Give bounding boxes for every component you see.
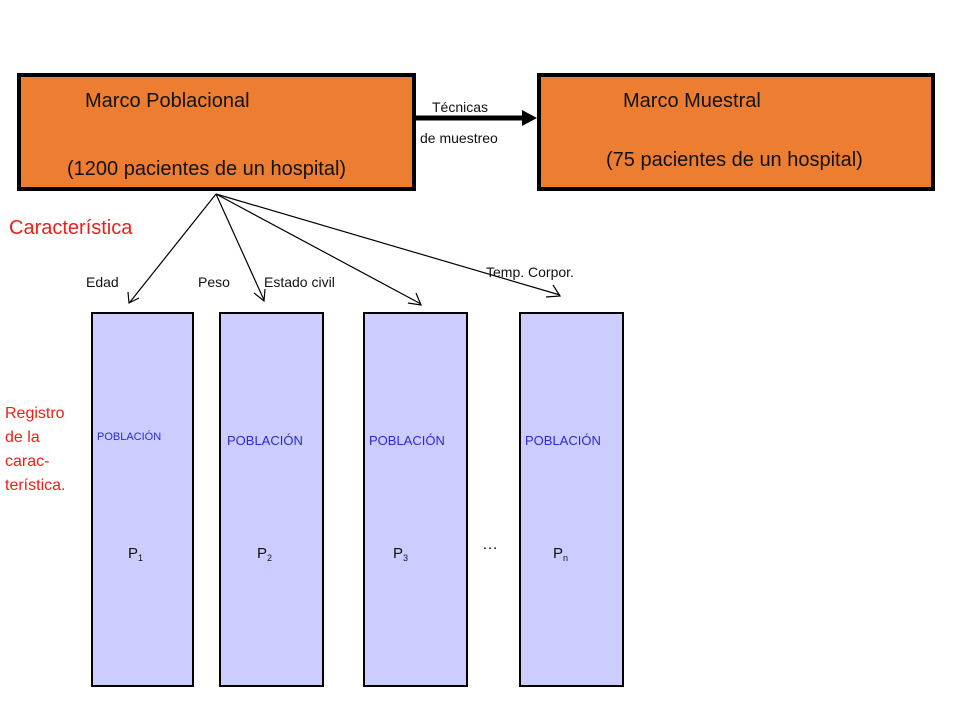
population-column-2 — [219, 312, 324, 687]
arrow-edad — [129, 193, 217, 303]
marco-muestral-box — [537, 73, 935, 191]
record-label-line: de la — [5, 429, 40, 446]
population-label-1: P1 — [128, 545, 144, 563]
arrow-estado-civil-head — [407, 292, 422, 306]
record-label-line: Registro — [5, 405, 65, 422]
marco-poblacional-title: Marco Poblacional — [85, 90, 250, 112]
population-label-n: Pn — [553, 545, 569, 563]
arrow-peso — [215, 193, 265, 301]
characteristic-label-edad: Edad — [86, 274, 119, 290]
population-word-2: POBLACIÓN — [227, 433, 303, 448]
population-word-1: POBLACIÓN — [97, 431, 162, 443]
marco-muestral-detail: (75 pacientes de un hospital) — [606, 149, 863, 171]
population-word-3: POBLACIÓN — [369, 433, 445, 448]
record-label: Registro de la carac- terística. — [5, 402, 65, 498]
record-label-line: terística. — [5, 477, 66, 494]
record-label-line: carac- — [5, 453, 50, 470]
population-label-2: P2 — [257, 545, 273, 563]
marco-muestral-title: Marco Muestral — [623, 90, 761, 112]
marco-poblacional-box — [17, 73, 416, 191]
population-word-n: POBLACIÓN — [525, 433, 601, 448]
sampling-arrow-head — [522, 110, 537, 126]
marco-poblacional-detail: (1200 pacientes de un hospital) — [67, 158, 347, 180]
ellipsis: … — [482, 536, 498, 553]
arrow-temp-corpor — [215, 193, 561, 296]
arrow-edad-head — [127, 291, 140, 304]
population-label-3: P3 — [393, 545, 409, 563]
characteristic-heading: Característica — [9, 217, 133, 239]
characteristic-label-temp-corpor: Temp. Corpor. — [486, 264, 574, 280]
characteristic-label-estado-civil: Estado civil — [264, 274, 335, 290]
arrow-estado-civil — [215, 193, 422, 305]
arrow-temp-corpor-head — [545, 284, 562, 298]
population-column-3 — [363, 312, 468, 687]
sampling-label-line1: Técnicas — [432, 99, 489, 115]
sampling-label-line2: de muestreo — [420, 130, 498, 146]
population-column-1 — [91, 312, 194, 687]
arrow-peso-head — [253, 288, 266, 303]
characteristic-label-peso: Peso — [198, 274, 230, 290]
population-column-n — [519, 312, 624, 687]
